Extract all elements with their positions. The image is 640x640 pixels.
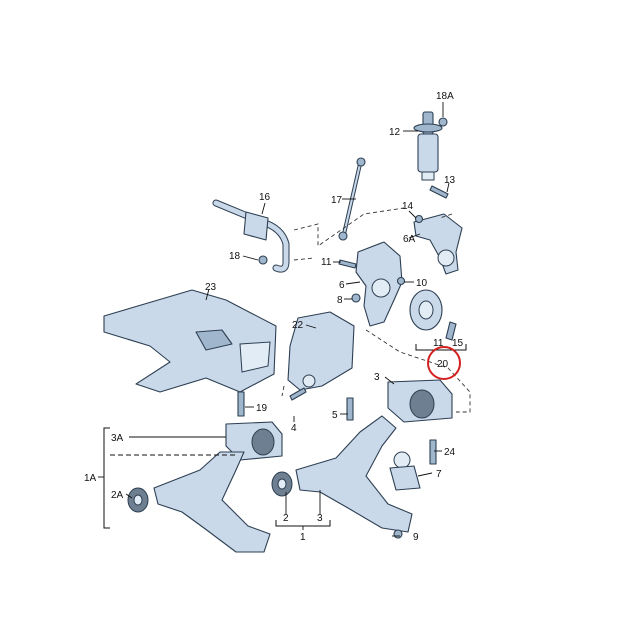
callout-9: 9 <box>413 532 419 543</box>
callout-23: 23 <box>205 282 217 293</box>
bushing-3A-part[interactable] <box>225 421 283 461</box>
bushing-3-part[interactable] <box>387 379 453 423</box>
bolt-4-part[interactable] <box>289 387 307 401</box>
callout-1A: 1A <box>84 473 97 484</box>
callout-18A: 18A <box>436 91 454 102</box>
callout-6: 6 <box>339 280 345 291</box>
nut-8-part[interactable] <box>351 293 361 303</box>
callout-11b: 11 <box>433 338 444 349</box>
bolt-19-part[interactable] <box>237 391 245 417</box>
wishbone-1A-part[interactable] <box>153 451 271 553</box>
callout-6A: 6A <box>403 234 416 245</box>
strut-part[interactable] <box>413 111 443 181</box>
callout-22: 22 <box>292 320 304 331</box>
nut-9-part[interactable] <box>393 529 403 539</box>
callout-8: 8 <box>337 295 343 306</box>
bracket-1 <box>275 520 331 530</box>
highlight-circle <box>427 346 461 380</box>
top-nut-part[interactable] <box>438 117 448 127</box>
leader-lines <box>125 102 450 537</box>
callout-5: 5 <box>332 410 338 421</box>
wheel-hub-part[interactable] <box>409 289 443 331</box>
bracket-20 <box>415 344 467 351</box>
callout-2: 2 <box>283 513 289 524</box>
callout-7: 7 <box>436 469 442 480</box>
bushing-2-part[interactable] <box>271 471 293 497</box>
bolt-11-part[interactable] <box>338 259 357 269</box>
steering-knuckle-part[interactable] <box>355 241 403 327</box>
bolt-24-part[interactable] <box>429 439 437 465</box>
callout-12: 12 <box>389 127 401 138</box>
nut-18-part[interactable] <box>258 255 268 265</box>
bolt-15-part[interactable] <box>445 321 457 341</box>
bracket-part[interactable] <box>287 311 355 391</box>
subframe-part[interactable] <box>103 289 277 393</box>
callout-3b: 3 <box>317 513 323 524</box>
bracket-1A <box>98 427 236 529</box>
bolt-10-part[interactable] <box>396 276 406 286</box>
callout-1: 1 <box>300 532 306 543</box>
callout-17: 17 <box>331 195 343 206</box>
callout-3A: 3A <box>111 433 124 444</box>
callout-18: 18 <box>229 251 241 262</box>
callout-24: 24 <box>444 447 456 458</box>
anti-roll-bar-part[interactable] <box>212 199 290 273</box>
callout-15: 15 <box>452 338 464 349</box>
callout-4: 4 <box>291 423 297 434</box>
bolt-13-part[interactable] <box>429 185 449 199</box>
assembly-dashed-lines <box>281 207 471 413</box>
callout-19: 19 <box>256 403 268 414</box>
wishbone-1-part[interactable] <box>295 415 413 533</box>
callout-10: 10 <box>416 278 428 289</box>
callout-13: 13 <box>444 175 456 186</box>
ball-joint-part[interactable] <box>389 451 421 491</box>
callout-2A: 2A <box>111 490 124 501</box>
bolt-5-part[interactable] <box>346 397 354 421</box>
callout-14: 14 <box>402 201 414 212</box>
bushing-2A-part[interactable] <box>127 487 149 513</box>
callout-3: 3 <box>374 372 380 383</box>
nut-14-part[interactable] <box>414 214 424 224</box>
callout-16: 16 <box>259 192 271 203</box>
wheel-bearing-housing-part[interactable] <box>413 213 463 275</box>
callout-20: 20 <box>437 359 449 370</box>
callout-11: 11 <box>321 257 332 268</box>
